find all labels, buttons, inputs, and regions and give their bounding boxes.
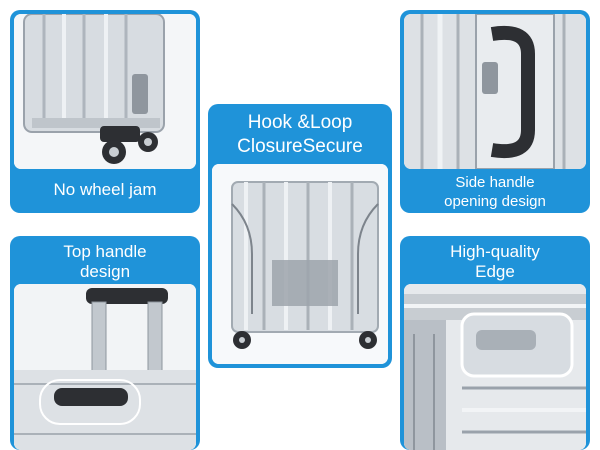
caption-hook-loop-line2: ClosureSecure <box>237 136 363 157</box>
suitcase-bottom-corner-image <box>14 14 196 169</box>
caption-hook-loop-line1: Hook &Loop <box>247 112 353 133</box>
caption-side-handle-line1: Side handle <box>455 174 535 191</box>
combination-lock-icon <box>482 62 498 94</box>
caption-edge-line1: High-quality <box>450 242 540 261</box>
top-handle-photo <box>14 284 196 450</box>
edge-photo <box>404 284 586 450</box>
caption-top-handle-line2: design <box>79 262 131 281</box>
panel-side-handle: Side handle opening design <box>400 10 590 213</box>
side-handle-photo <box>404 14 586 169</box>
wheel-photo <box>14 14 196 169</box>
caption-side-handle-line2: opening design <box>444 193 546 210</box>
suitcase-with-cover-image <box>212 164 388 364</box>
strap-icon <box>272 260 338 306</box>
caption-no-wheel-jam: No wheel jam <box>53 180 157 199</box>
panel-top-handle: Top handle design <box>10 236 200 450</box>
panel-hook-loop-closure: Hook &Loop ClosureSecure <box>208 104 392 368</box>
caption-top-handle-line1: Top handle <box>63 242 147 261</box>
side-handle-image <box>404 14 586 169</box>
side-handle-icon <box>490 26 535 158</box>
panel-high-quality-edge: High-quality Edge <box>400 236 590 450</box>
telescopic-handle-icon <box>86 288 168 304</box>
caption-edge-line2: Edge <box>475 262 515 281</box>
top-handle-image <box>14 284 196 450</box>
edge-image <box>404 284 586 450</box>
panel-no-wheel-jam: No wheel jam <box>10 10 200 213</box>
closure-photo <box>212 164 388 364</box>
combination-lock-icon <box>132 74 148 114</box>
